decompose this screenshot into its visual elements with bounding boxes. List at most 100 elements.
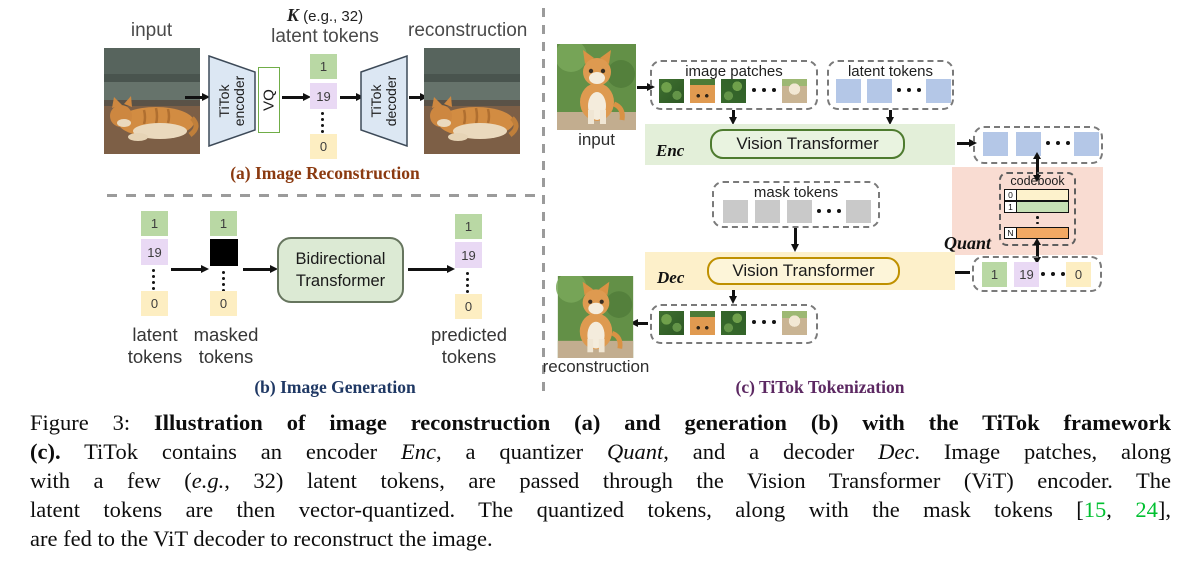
b-masked-token-0: 0 [210, 291, 237, 316]
arrow-input-to-patches [637, 86, 648, 89]
kitten-illustration [555, 272, 634, 358]
quantized-tokens-box [972, 256, 1102, 292]
codebook-row-0: 0 [1004, 189, 1069, 201]
b-latent-token-0: 0 [141, 291, 168, 316]
codebook-index-0: 0 [1004, 189, 1017, 201]
arrow-transformer-to-predicted [408, 268, 448, 271]
horizontal-ellipsis [815, 209, 843, 213]
b-predicted-token-19: 19 [455, 242, 482, 268]
arrow-decoder-to-reconstruction [409, 96, 421, 99]
caption-segment: Quant [607, 439, 664, 464]
titok-encoder: TiTok encoder [208, 54, 256, 148]
caption-segment: , 32) latent tokens, are passed through … [224, 468, 1171, 493]
image-patch-paw [782, 79, 807, 103]
kitten-illustration [555, 40, 636, 130]
input-cat-image [104, 48, 200, 154]
image-patch-leaf [721, 79, 746, 103]
vertical-ellipsis [321, 112, 324, 133]
caption-segment: Illustration of image reconstruction (a)… [154, 410, 1171, 435]
figure-caption-line: latent tokens are then vector-quantized.… [30, 495, 1171, 524]
caption-segment: Dec [878, 439, 915, 464]
token-1: 1 [310, 54, 337, 79]
horizontal-dashed-divider [107, 194, 543, 197]
reconstruction-patches-box [650, 304, 818, 344]
codebook-entry-bar [1017, 189, 1069, 201]
arrow-mask-to-decoder [794, 228, 797, 245]
vertical-ellipsis [222, 271, 225, 292]
codebook-index-n: N [1004, 227, 1017, 239]
mask-tokens-label: mask tokens [753, 184, 839, 201]
arrow-codebook-quantized-bidirectional [1036, 244, 1039, 258]
quantized-token-0: 0 [1066, 262, 1091, 287]
b-predicted-token-1: 1 [455, 214, 482, 239]
quantized-token-19: 19 [1014, 262, 1039, 287]
b-latent-token-19: 19 [141, 239, 168, 265]
masked-token-black [210, 239, 238, 266]
reconstruction-patch-cat-face [690, 311, 715, 335]
c-latent-tokens-label: latent tokens [847, 63, 934, 80]
dec-label: Dec [657, 268, 685, 287]
horizontal-ellipsis [1044, 141, 1072, 145]
sleeping-cat-illustration [104, 48, 200, 154]
encoder-trapezoid [208, 54, 256, 148]
panel-b-caption: (b) Image Generation [254, 377, 416, 397]
figure-caption-line: (c). TiTok contains an encoder Enc, a qu… [30, 437, 1171, 466]
decoder-label: TiTok decoder [368, 75, 399, 127]
image-patches-label: image patches [685, 63, 783, 80]
codebook-entry-bar [1017, 201, 1069, 213]
reconstruction-patch-leaf [721, 311, 746, 335]
horizontal-ellipsis [750, 88, 778, 92]
citation-link[interactable]: 24 [1135, 497, 1158, 522]
caption-segment: , a quantizer [435, 439, 607, 464]
codebook-label: codebook [1010, 174, 1065, 188]
codebook-index-1: 1 [1004, 201, 1017, 213]
horizontal-ellipsis [1041, 272, 1065, 276]
masked-tokens-column-label: masked tokens [193, 324, 259, 367]
vertical-ellipsis [1036, 216, 1039, 224]
quant-label: Quant [944, 233, 992, 253]
image-patch-cat-face [690, 79, 715, 103]
dec-vision-transformer-box: Vision Transformer [707, 257, 900, 285]
arrow-latent-to-masked [171, 268, 202, 271]
encoded-token-square [983, 132, 1008, 156]
bidirectional-transformer-box: Bidirectional Transformer [277, 237, 404, 303]
caption-segment: . Image patches, along [914, 439, 1171, 464]
enc-vision-transformer-box: Vision Transformer [710, 129, 905, 159]
arrow-latent-to-encoder [889, 110, 892, 118]
mask-token-square [846, 200, 871, 223]
latent-token-square [926, 79, 951, 103]
c-input-label: input [578, 130, 615, 149]
caption-segment: (c). [30, 439, 61, 464]
enc-label: Enc [656, 141, 685, 160]
k-symbol: K [286, 5, 299, 25]
codebook-row-1: 1 [1004, 201, 1069, 213]
latent-token-square [836, 79, 861, 103]
figure-caption-line: with a few (e.g., 32) latent tokens, are… [30, 466, 1171, 495]
citation-link[interactable]: 15 [1083, 497, 1107, 522]
mask-token-square [723, 200, 748, 223]
caption-segment: TiTok contains an encoder [60, 439, 401, 464]
vertical-ellipsis [152, 269, 155, 290]
arrow-decoder-to-patches [732, 290, 735, 297]
mask-token-square [755, 200, 780, 223]
b-latent-token-1: 1 [141, 211, 168, 236]
k-example: (e.g., 32) [298, 8, 364, 25]
panel-a-k-label: K (e.g., 32) [250, 5, 400, 26]
panel-a-caption: (a) Image Reconstruction [230, 163, 420, 183]
encoder-label: TiTok encoder [216, 75, 247, 127]
caption-segment: , [1106, 497, 1136, 522]
vq-label: VQ [260, 89, 278, 111]
titok-decoder: TiTok decoder [360, 54, 408, 148]
horizontal-ellipsis [895, 88, 923, 92]
c-latent-tokens-box: latent tokens [827, 60, 954, 110]
arrow-masked-to-transformer [243, 268, 271, 271]
codebook-row-n: N [1004, 227, 1069, 239]
b-masked-token-1: 1 [210, 211, 237, 236]
c-reconstruction-label: reconstruction [542, 357, 650, 376]
arrow-encoder-to-output-tokens [957, 142, 970, 145]
codebook-entry-bar [1017, 227, 1069, 239]
figure-caption-line: are fed to the ViT decoder to reconstruc… [30, 524, 1171, 553]
quantized-token-1: 1 [982, 262, 1007, 287]
horizontal-ellipsis [750, 320, 778, 324]
